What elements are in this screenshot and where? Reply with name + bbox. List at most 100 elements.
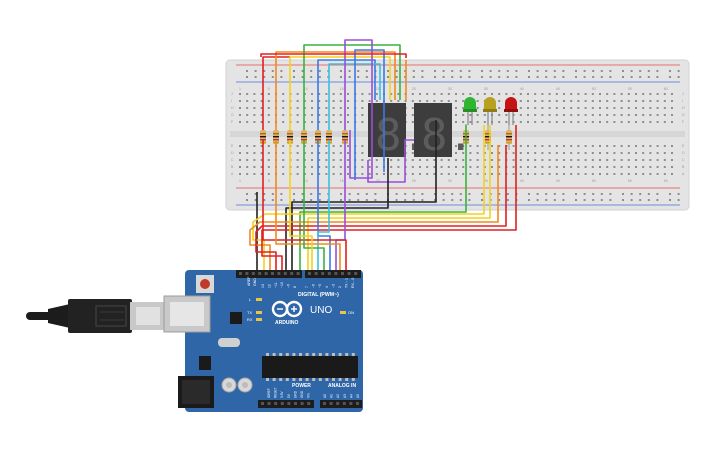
breadboard-hole[interactable]: [635, 93, 637, 95]
breadboard-hole[interactable]: [620, 107, 623, 109]
breadboard-hole[interactable]: [375, 166, 378, 168]
rail-hole[interactable]: [481, 70, 483, 72]
header-pin[interactable]: [287, 402, 291, 405]
breadboard-hole[interactable]: [498, 152, 501, 154]
rail-hole[interactable]: [630, 199, 633, 201]
breadboard-hole[interactable]: [411, 145, 414, 147]
breadboard-hole[interactable]: [627, 93, 630, 95]
breadboard-hole[interactable]: [656, 114, 659, 116]
breadboard-hole[interactable]: [469, 173, 472, 175]
breadboard-hole[interactable]: [663, 166, 666, 168]
analog-header[interactable]: [320, 400, 362, 408]
breadboard-hole[interactable]: [440, 93, 443, 95]
breadboard-hole[interactable]: [267, 93, 270, 95]
breadboard-hole[interactable]: [318, 159, 321, 161]
breadboard-hole[interactable]: [476, 159, 479, 161]
breadboard-hole[interactable]: [570, 145, 573, 147]
breadboard-hole[interactable]: [656, 93, 659, 95]
breadboard-hole[interactable]: [239, 100, 241, 102]
breadboard-hole[interactable]: [519, 107, 522, 109]
breadboard-hole[interactable]: [613, 173, 616, 175]
breadboard-hole[interactable]: [253, 107, 256, 109]
rail-hole[interactable]: [365, 193, 368, 195]
rail-hole[interactable]: [639, 76, 642, 78]
rail-hole[interactable]: [459, 70, 462, 72]
rail-hole[interactable]: [528, 70, 530, 72]
rail-hole[interactable]: [434, 76, 436, 78]
rail-hole[interactable]: [647, 193, 650, 195]
breadboard-hole[interactable]: [642, 166, 645, 168]
breadboard-hole[interactable]: [613, 166, 616, 168]
breadboard-hole[interactable]: [512, 145, 515, 147]
breadboard-hole[interactable]: [267, 173, 270, 175]
breadboard-hole[interactable]: [591, 114, 594, 116]
breadboard-hole[interactable]: [469, 159, 472, 161]
breadboard-hole[interactable]: [455, 159, 457, 161]
rail-hole[interactable]: [600, 199, 603, 201]
breadboard-hole[interactable]: [635, 100, 637, 102]
breadboard-hole[interactable]: [584, 152, 587, 154]
breadboard-hole[interactable]: [260, 121, 263, 123]
breadboard-hole[interactable]: [606, 145, 609, 147]
breadboard-hole[interactable]: [519, 93, 522, 95]
breadboard-hole[interactable]: [570, 121, 573, 123]
breadboard-hole[interactable]: [368, 166, 371, 168]
wire-blue[interactable]: [317, 59, 376, 130]
breadboard-hole[interactable]: [541, 159, 544, 161]
breadboard-hole[interactable]: [239, 159, 241, 161]
breadboard-hole[interactable]: [397, 159, 400, 161]
rail-hole[interactable]: [301, 193, 304, 195]
rail-hole[interactable]: [468, 70, 471, 72]
breadboard-hole[interactable]: [498, 93, 501, 95]
breadboard-hole[interactable]: [260, 100, 263, 102]
breadboard-hole[interactable]: [555, 114, 558, 116]
breadboard-hole[interactable]: [332, 100, 335, 102]
rail-hole[interactable]: [318, 70, 321, 72]
rail-hole[interactable]: [271, 193, 274, 195]
breadboard-hole[interactable]: [339, 166, 342, 168]
rail-hole[interactable]: [293, 76, 295, 78]
breadboard-hole[interactable]: [455, 100, 457, 102]
breadboard-hole[interactable]: [541, 173, 544, 175]
digital-header-right[interactable]: [305, 270, 361, 278]
breadboard-hole[interactable]: [361, 121, 364, 123]
breadboard-hole[interactable]: [541, 100, 544, 102]
breadboard-hole[interactable]: [253, 114, 256, 116]
breadboard-hole[interactable]: [260, 152, 263, 154]
wire-blue-loop[interactable]: [354, 49, 385, 180]
breadboard-hole[interactable]: [563, 114, 565, 116]
rail-hole[interactable]: [583, 76, 586, 78]
header-pin[interactable]: [290, 272, 294, 275]
breadboard-hole[interactable]: [642, 152, 645, 154]
breadboard-hole[interactable]: [296, 145, 299, 147]
breadboard-hole[interactable]: [296, 166, 299, 168]
breadboard-hole[interactable]: [563, 93, 565, 95]
breadboard-hole[interactable]: [519, 159, 522, 161]
rail-hole[interactable]: [553, 76, 556, 78]
breadboard-hole[interactable]: [347, 152, 349, 154]
breadboard-hole[interactable]: [419, 100, 421, 102]
breadboard-hole[interactable]: [527, 121, 529, 123]
breadboard-hole[interactable]: [613, 107, 616, 109]
breadboard-hole[interactable]: [663, 114, 666, 116]
header-pin[interactable]: [264, 272, 268, 275]
breadboard-hole[interactable]: [282, 121, 285, 123]
breadboard-hole[interactable]: [282, 152, 285, 154]
rail-hole[interactable]: [468, 193, 471, 195]
breadboard-hole[interactable]: [347, 121, 349, 123]
breadboard-hole[interactable]: [476, 114, 479, 116]
breadboard-hole[interactable]: [577, 173, 580, 175]
breadboard-hole[interactable]: [375, 93, 378, 95]
breadboard-hole[interactable]: [332, 93, 335, 95]
breadboard-hole[interactable]: [296, 107, 299, 109]
breadboard-hole[interactable]: [311, 173, 313, 175]
header-pin[interactable]: [336, 402, 340, 405]
breadboard-hole[interactable]: [246, 159, 249, 161]
breadboard-hole[interactable]: [318, 121, 321, 123]
breadboard-hole[interactable]: [361, 159, 364, 161]
breadboard-hole[interactable]: [527, 145, 529, 147]
rail-hole[interactable]: [404, 199, 407, 201]
breadboard-hole[interactable]: [325, 166, 328, 168]
rail-hole[interactable]: [310, 199, 313, 201]
breadboard-hole[interactable]: [548, 93, 551, 95]
